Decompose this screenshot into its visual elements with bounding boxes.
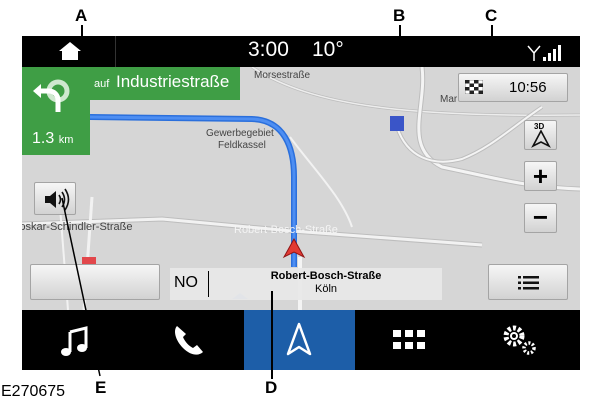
clock-time: 3:00	[248, 38, 289, 61]
zoom-in-button[interactable]: +	[524, 161, 557, 191]
tab-apps[interactable]	[355, 310, 466, 370]
callout-e-label: E	[95, 378, 107, 397]
navigation-map[interactable]	[22, 67, 580, 310]
callout-e-leader	[61, 197, 101, 377]
music-note-icon	[61, 326, 88, 356]
map-label-morsestrasse: Morsestraße	[254, 70, 311, 81]
distance-unit: km	[58, 134, 74, 146]
tab-navigation[interactable]	[244, 310, 355, 370]
roundabout-turn-left-icon	[33, 79, 70, 112]
eta-time: 10:56	[509, 79, 547, 96]
settings-gears-icon	[503, 325, 536, 355]
speaker-icon	[45, 188, 70, 211]
navigation-menu-button[interactable]	[30, 264, 160, 300]
current-road-info: NO Robert-Bosch-Straße Köln	[170, 268, 442, 300]
sync-screen: Morsestraße Mar Gewerbegebiet Feldkassel…	[22, 36, 580, 370]
zoom-out-button[interactable]: −	[524, 203, 557, 233]
signal-bars-icon	[527, 45, 561, 61]
distance-value: 1.3	[32, 130, 55, 147]
outside-temperature: 10°	[312, 38, 344, 61]
next-street-name: Industriestraße	[116, 72, 230, 91]
3d-view-button[interactable]: 3D	[524, 120, 557, 150]
distance-to-turn: 1.3 km	[32, 130, 73, 148]
tab-settings[interactable]	[466, 310, 577, 370]
checkered-flag-icon	[465, 80, 483, 94]
turn-guidance-panel[interactable]: 1.3 km	[22, 67, 90, 155]
callout-d-label: D	[265, 378, 278, 397]
phone-icon	[175, 326, 203, 355]
3d-label: 3D	[534, 122, 545, 131]
current-street-name: Robert-Bosch-Straße	[270, 270, 382, 282]
map-label-feldkassel: Feldkassel	[218, 140, 266, 151]
street-prefix: auf	[94, 78, 110, 90]
map-label-mar: Mar	[440, 94, 458, 105]
map-label-oskar-schindler-strasse: ɔskar-Schindler-Straße	[22, 221, 133, 233]
road-direction: NO	[174, 274, 198, 291]
list-icon	[518, 276, 539, 290]
tab-audio[interactable]	[22, 310, 133, 370]
guidance-volume-button[interactable]	[34, 182, 76, 215]
callout-a-label: A	[75, 6, 88, 25]
3d-compass-icon	[531, 129, 551, 148]
map-label-gewerbegebiet: Gewerbegebiet	[206, 128, 274, 139]
apps-grid-icon	[393, 330, 425, 349]
callout-b-label: B	[393, 6, 406, 25]
tab-phone[interactable]	[133, 310, 244, 370]
route-list-button[interactable]	[488, 264, 568, 300]
home-icon[interactable]	[58, 41, 82, 61]
road-info-divider	[208, 271, 209, 297]
eta-button[interactable]: 10:56	[458, 73, 568, 102]
callout-c-label: C	[485, 6, 498, 25]
guidance-street-banner: auf Industriestraße	[90, 67, 240, 100]
callout-d-leader	[271, 291, 273, 379]
status-bar: 3:00 10°	[22, 36, 580, 67]
map-label-robert-bosch-strasse: Robert-Bosch-Straße	[234, 224, 338, 236]
figure-code: E270675	[1, 383, 66, 400]
current-city-name: Köln	[314, 283, 338, 295]
navigation-arrow-icon	[286, 322, 312, 356]
bottom-feature-bar	[22, 310, 580, 370]
